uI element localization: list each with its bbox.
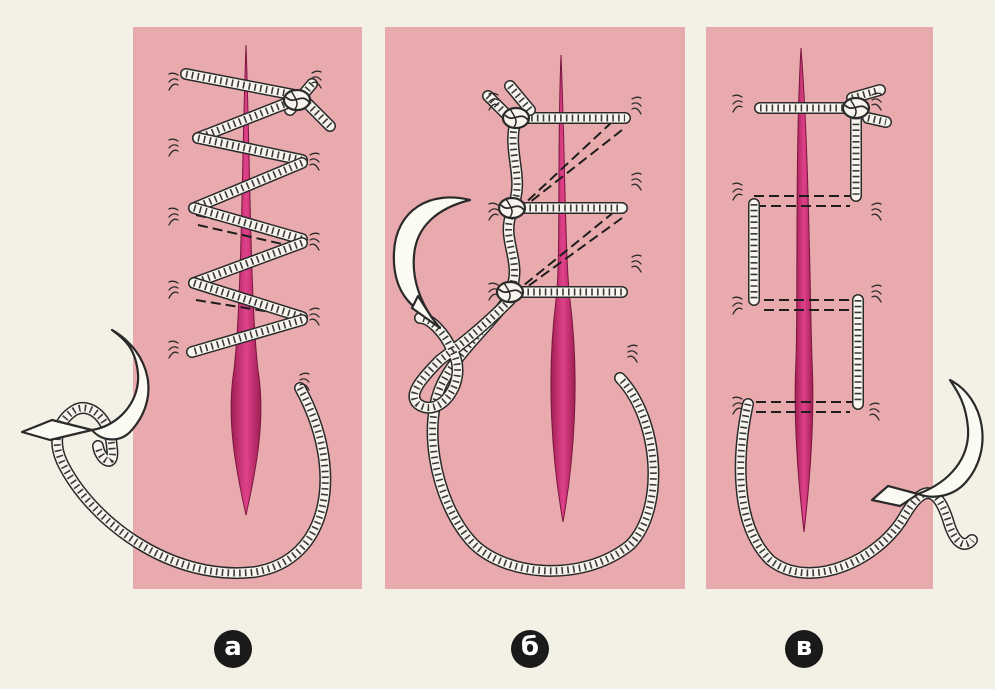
knot bbox=[284, 90, 310, 110]
curved-needle-a bbox=[22, 330, 148, 440]
undefined bbox=[868, 118, 886, 122]
knot bbox=[503, 108, 529, 128]
undefined bbox=[512, 120, 517, 208]
knot bbox=[843, 98, 869, 118]
knot bbox=[497, 282, 523, 302]
panel-label-b: б bbox=[511, 630, 549, 668]
knot bbox=[499, 198, 525, 218]
panel-label-c: в bbox=[785, 630, 823, 668]
undefined bbox=[509, 212, 515, 292]
panel-label-a: а bbox=[214, 630, 252, 668]
